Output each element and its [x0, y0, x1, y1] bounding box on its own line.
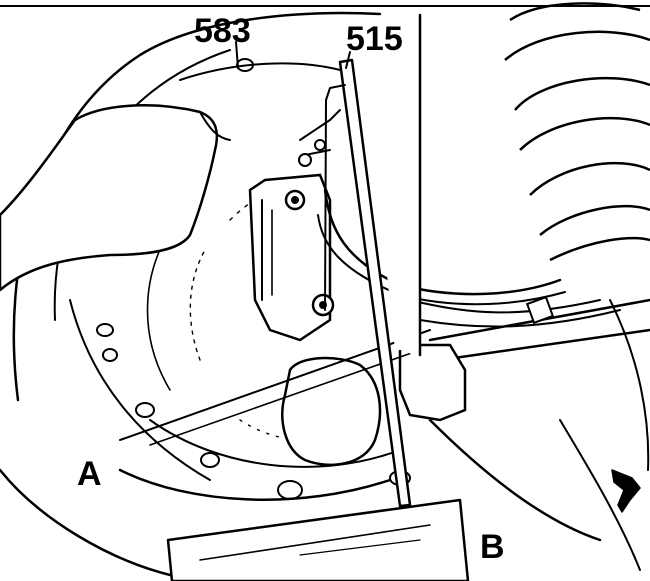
callout-b: B: [480, 528, 505, 566]
tool-515-rod: [324, 13, 422, 508]
direction-arrow-icon: [611, 469, 641, 513]
hub-carrier: [119, 329, 467, 467]
suspension-coil-spring: [504, 2, 650, 262]
callout-leaders: [235, 41, 351, 69]
tool-base-plate: [166, 498, 470, 581]
callout-583: 583: [194, 12, 251, 50]
callout-a: A: [77, 455, 102, 493]
hand: [0, 104, 231, 292]
callout-515: 515: [346, 20, 403, 58]
